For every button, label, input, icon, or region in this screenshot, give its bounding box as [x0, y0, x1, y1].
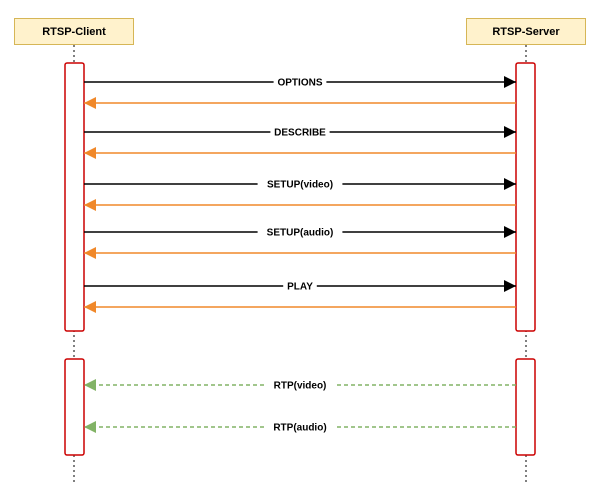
activation-client-session: [64, 62, 85, 332]
request-label-setup-video: SETUP(video): [267, 180, 333, 191]
stream-label-rtp-audio: RTP(audio): [273, 423, 326, 434]
stream-label-rtp-audio-background: [264, 420, 336, 434]
request-label-describe-background: [270, 125, 330, 139]
request-label-setup-video-background: [257, 177, 343, 191]
request-label-setup-audio-background: [257, 225, 343, 239]
request-label-describe: DESCRIBE: [274, 128, 326, 139]
activation-client-stream: [64, 358, 85, 456]
request-label-play: PLAY: [287, 282, 313, 293]
request-label-play-background: [283, 279, 317, 293]
participant-rtsp-server: RTSP-Server: [466, 18, 586, 45]
request-label-options: OPTIONS: [277, 78, 322, 89]
stream-label-rtp-video-background: [264, 378, 336, 392]
request-label-options-background: [273, 75, 327, 89]
activation-server-session: [515, 62, 536, 332]
activation-server-stream: [515, 358, 536, 456]
participant-rtsp-client: RTSP-Client: [14, 18, 134, 45]
stream-label-rtp-video: RTP(video): [274, 381, 327, 392]
request-label-setup-audio: SETUP(audio): [267, 228, 334, 239]
